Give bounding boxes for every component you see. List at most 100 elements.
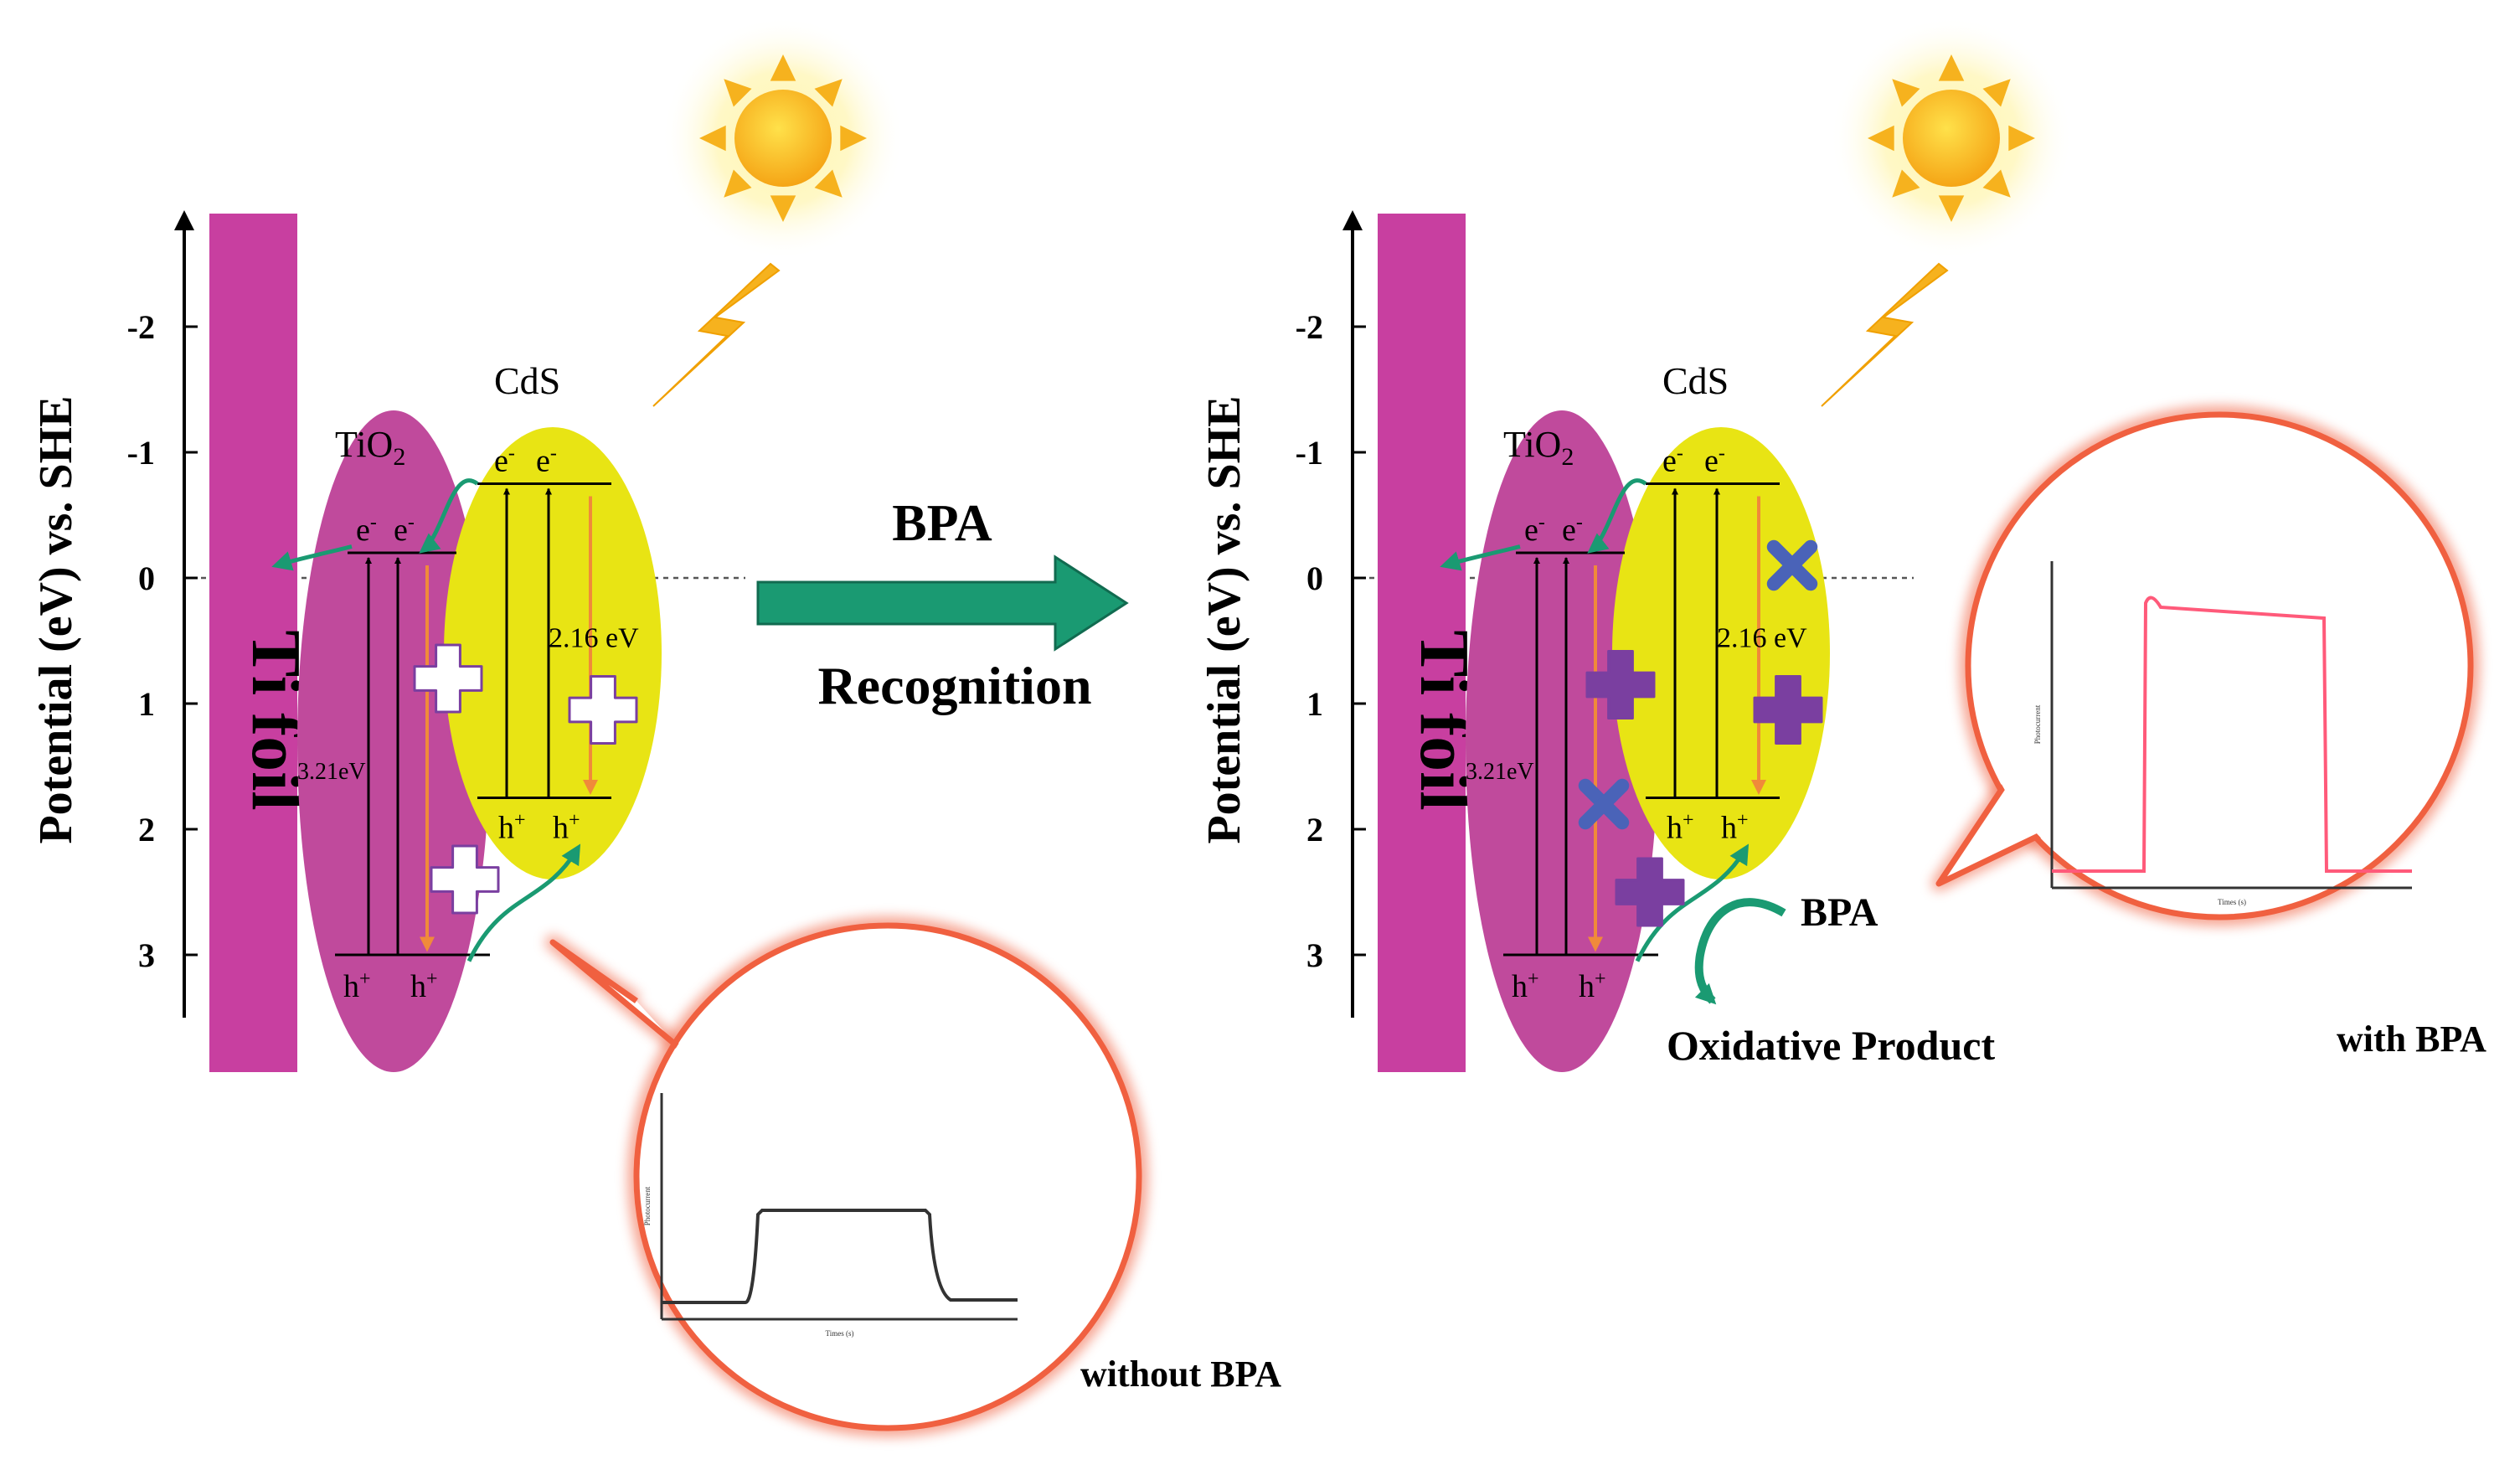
cds-hole: h+: [498, 810, 526, 846]
tio2-hole-symbol: h: [1512, 969, 1528, 1004]
tick-label: -2: [1296, 308, 1323, 346]
sun-ray: [1892, 79, 1920, 107]
tio2-electron: e-: [356, 512, 377, 548]
cds-electron-charge: -: [550, 443, 557, 465]
mini-y-label: Photocurrent: [643, 1186, 652, 1225]
tick-label: 0: [1306, 560, 1323, 597]
cds-bandgap-label: 2.16 eV: [1717, 623, 1807, 654]
sun-ray: [1938, 195, 1965, 222]
cds-electron: e-: [494, 443, 515, 479]
bpa-bound-marker: [1585, 650, 1656, 719]
bpa-bound-marker: [1615, 857, 1685, 927]
cds-label: CdS: [494, 359, 560, 402]
axis-label: Potential (eV) vs. SHE: [1198, 395, 1250, 843]
oxidative-product-label: Oxidative Product: [1667, 1022, 1995, 1069]
sun-ray: [724, 79, 752, 107]
cds-ellipse: [444, 427, 662, 879]
tio2-hole: h+: [410, 968, 438, 1004]
sun-ray: [770, 195, 796, 222]
tio2-electron-charge: -: [1538, 512, 1545, 534]
bpa-bound-marker: [1753, 675, 1823, 745]
tio2-bandgap-label: 3.21eV: [297, 759, 366, 785]
tio2-hole-charge: +: [1528, 968, 1539, 990]
tick-label: -1: [127, 434, 155, 472]
mini-y-label: Photocurrent: [2033, 704, 2042, 744]
electron-transfer-arrow: [271, 544, 353, 571]
tio2-electron: e-: [1562, 512, 1583, 548]
bubble-fill: [1971, 418, 2467, 914]
tick-label: 0: [138, 560, 155, 597]
sun-disc: [1903, 90, 2000, 187]
tio2-electron-symbol: e: [1562, 513, 1576, 548]
cds-electron-symbol: e: [536, 444, 550, 479]
transition-label-bottom: Recognition: [817, 656, 1091, 715]
tio2-hole-symbol: h: [410, 969, 426, 1004]
tick-label: -1: [1296, 434, 1323, 472]
sun-icon: [662, 17, 904, 260]
empty-site-marker: [430, 844, 500, 915]
tio2-hole: h+: [1512, 968, 1539, 1004]
tio2-hole-charge: +: [1595, 968, 1606, 990]
tick-label: 1: [138, 685, 155, 723]
cds-electron-charge: -: [1719, 443, 1725, 465]
tio2-ellipse: [1466, 410, 1658, 1072]
empty-site-marker: [568, 675, 638, 745]
tio2-hole-symbol: h: [1579, 969, 1595, 1004]
cds-to-tio2-arrow: [1587, 478, 1647, 554]
sun-ray: [840, 125, 867, 152]
sun-ray: [1982, 79, 2011, 107]
cds-hole-symbol: h: [553, 811, 569, 846]
blocked-cross-stroke: [1766, 539, 1818, 591]
cds-electron-charge: -: [508, 443, 515, 465]
mini-x-label: Times (s): [2218, 898, 2246, 906]
cds-hole-symbol: h: [1721, 811, 1737, 846]
sun-ray: [1892, 169, 1920, 198]
bpa-oxidation-arrow: [1694, 898, 1786, 1005]
tick-label: 1: [1306, 685, 1323, 723]
tio2-electron-symbol: e: [356, 513, 370, 548]
tick-label: 3: [1306, 936, 1323, 974]
sun-ray: [699, 125, 726, 152]
cds-hole-charge: +: [1737, 810, 1749, 832]
cds-hole-charge: +: [514, 810, 526, 832]
tio2-bandgap-label: 3.21eV: [1466, 759, 1534, 785]
cds-electron-symbol: e: [1704, 444, 1719, 479]
axis-label: Potential (eV) vs. SHE: [30, 395, 82, 843]
cds-electron-charge: -: [1677, 443, 1683, 465]
tio2-electron-charge: -: [1576, 512, 1583, 534]
tio2-subscript: 2: [393, 443, 405, 471]
sun-icon: [1830, 17, 2073, 260]
cds-hole-symbol: h: [498, 811, 514, 846]
tio2-text: TiO: [335, 424, 393, 465]
photocurrent-trace: [2052, 596, 2412, 873]
cds-electron-symbol: e: [1662, 444, 1677, 479]
cds-hole-symbol: h: [1667, 811, 1683, 846]
note-without-bpa: without BPA: [1080, 1354, 1281, 1395]
tio2-hole-symbol: h: [343, 969, 359, 1004]
cds-label: CdS: [1662, 359, 1729, 402]
blocked-recombination-cross: [1766, 539, 1818, 591]
electron-transfer-arrow: [1440, 544, 1521, 571]
cds-hole: h+: [1721, 810, 1749, 846]
photocurrent-trace: [662, 1209, 1018, 1304]
cds-hole-charge: +: [1683, 810, 1694, 832]
tio2-subscript: 2: [1561, 443, 1574, 471]
cds-electron: e-: [1704, 443, 1725, 479]
tio2-electron: e-: [1524, 512, 1545, 548]
tio2-hole: h+: [1579, 968, 1606, 1004]
tio2-hole: h+: [343, 968, 371, 1004]
lightning-icon: [1821, 262, 1949, 407]
cds-to-tio2-arrow: [419, 478, 479, 554]
tio2-label: TiO2: [335, 424, 405, 471]
mini-x-label: Times (s): [826, 1329, 854, 1338]
transition-arrow: [756, 554, 1129, 652]
tio2-electron-symbol: e: [394, 513, 408, 548]
ti-foil-electrode: [209, 214, 297, 1072]
cds-hole: h+: [1667, 810, 1694, 846]
sun-ray: [1938, 54, 1965, 81]
bpa-label: BPA: [1801, 890, 1878, 935]
cds-hole: h+: [553, 810, 580, 846]
